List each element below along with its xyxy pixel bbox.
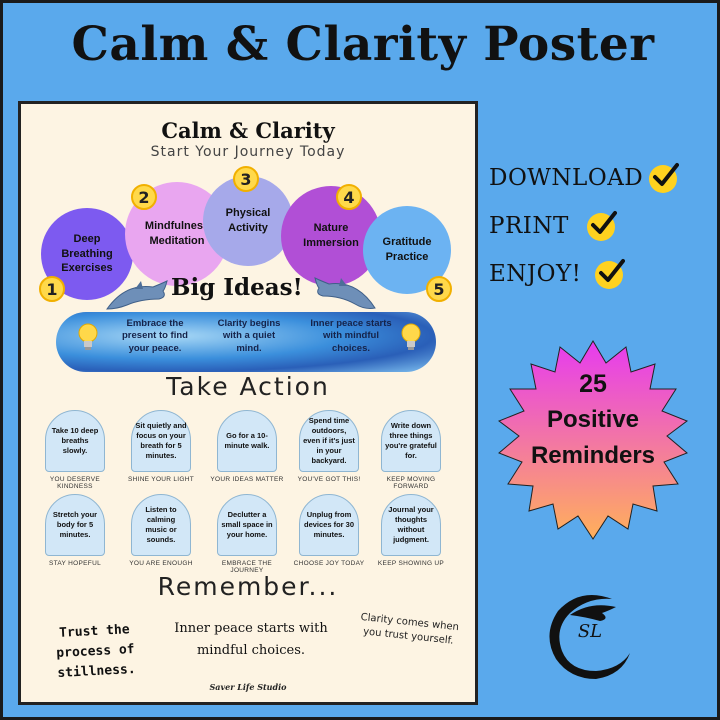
check-icon xyxy=(595,259,626,289)
badge-line-2: Positive xyxy=(546,406,640,433)
step-number-2: 2 xyxy=(131,184,157,210)
quote-3: Clarity comes when you trust yourself. xyxy=(360,611,460,647)
action-caption: KEEP MOVING FORWARD xyxy=(386,476,436,490)
quote-1: Trust the process of stillness. xyxy=(55,622,137,682)
lightbulb-icon xyxy=(78,323,98,350)
big-ideas-heading: Big Ideas! xyxy=(171,274,303,301)
action-card: Stretch your body for 5 minutes. xyxy=(45,494,105,556)
action-card: Unplug from devices for 30 minutes. xyxy=(299,494,359,556)
action-text: Unplug from devices for 30 minutes. xyxy=(303,509,355,540)
print-label: PRINT xyxy=(489,213,569,239)
action-card: Write down three things you're grateful … xyxy=(381,410,441,472)
poster-subtitle: Start Your Journey Today xyxy=(150,144,346,160)
step-number-5: 5 xyxy=(426,276,452,302)
print-item: PRINT xyxy=(489,211,617,241)
action-text: Go for a 10-minute walk. xyxy=(224,430,270,450)
dolphin-left-icon xyxy=(106,280,168,310)
starburst-badge xyxy=(497,340,689,540)
step-number-3: 3 xyxy=(233,166,259,192)
action-text: Sit quietly and focus on your breath for… xyxy=(135,420,187,461)
action-caption: CHOOSE JOY TODAY xyxy=(293,560,365,567)
check-icon xyxy=(586,211,617,241)
action-caption: SHINE YOUR LIGHT xyxy=(127,476,195,483)
action-card: Take 10 deep breaths slowly. xyxy=(45,410,105,472)
action-caption: YOU DESERVE KINDNESS xyxy=(49,476,101,490)
idea-text-1: Embrace the present to find your peace. xyxy=(122,318,188,354)
action-text: Journal your thoughts without judgment. xyxy=(388,504,434,545)
action-caption: YOU'VE GOT THIS! xyxy=(297,476,361,483)
enjoy-label: ENJOY! xyxy=(489,261,582,287)
action-caption: KEEP SHOWING UP xyxy=(377,560,445,567)
badge-text: 25 Positive Reminders xyxy=(488,366,698,474)
idea-text-2: Clarity begins with a quiet mind. xyxy=(217,318,281,354)
action-card: Go for a 10-minute walk. xyxy=(217,410,277,472)
remember-heading: Remember... xyxy=(157,572,339,601)
main-title: Calm & Clarity Poster xyxy=(71,17,655,72)
step-number-4: 4 xyxy=(336,184,362,210)
action-card: Spend time outdoors, even if it's just i… xyxy=(299,410,359,472)
action-text: Listen to calming music or sounds. xyxy=(145,504,177,545)
dolphin-right-icon xyxy=(314,277,376,309)
lightbulb-icon xyxy=(401,323,421,350)
step-number-1: 1 xyxy=(39,276,65,302)
action-text: Write down three things you're grateful … xyxy=(385,420,437,461)
logo-text: SL xyxy=(577,621,603,642)
take-action-heading: Take Action xyxy=(166,372,330,401)
download-label: DOWNLOAD xyxy=(489,165,644,191)
action-caption: STAY HOPEFUL xyxy=(48,560,101,567)
studio-credit: Saver Life Studio xyxy=(209,682,287,692)
watercolor-banner xyxy=(56,312,436,372)
action-caption: YOU ARE ENOUGH xyxy=(129,560,193,567)
action-card: Journal your thoughts without judgment. xyxy=(381,494,441,556)
poster-title: Calm & Clarity xyxy=(161,118,335,143)
step-label: Gratitude Practice xyxy=(382,236,432,263)
action-caption: YOUR IDEAS MATTER xyxy=(210,476,284,483)
action-card: Sit quietly and focus on your breath for… xyxy=(131,410,191,472)
step-label: Deep Breathing Exercises xyxy=(61,232,113,275)
quote-2: Inner peace starts with mindful choices. xyxy=(174,621,328,659)
idea-text-3: Inner peace starts with mindful choices. xyxy=(310,318,392,354)
action-text: Spend time outdoors, even if it's just i… xyxy=(303,415,355,466)
poster: Calm & Clarity Start Your Journey Today … xyxy=(18,101,478,705)
action-card: Listen to calming music or sounds. xyxy=(131,494,191,556)
step-label: Physical Activity xyxy=(225,207,271,234)
badge-line-3: Reminders xyxy=(530,442,656,469)
action-text: Declutter a small space in your home. xyxy=(221,509,273,540)
download-item: DOWNLOAD xyxy=(489,163,680,193)
step-label: Nature Immersion xyxy=(303,222,359,249)
enjoy-item: ENJOY! xyxy=(489,259,626,289)
dolphin-logo-icon xyxy=(549,595,630,679)
step-label: Mindfulness Meditation xyxy=(144,220,210,247)
badge-number: 25 xyxy=(579,370,607,398)
action-text: Stretch your body for 5 minutes. xyxy=(52,509,98,540)
action-card: Declutter a small space in your home. xyxy=(217,494,277,556)
step-circle-5: Gratitude Practice xyxy=(363,206,451,294)
action-text: Take 10 deep breaths slowly. xyxy=(51,425,99,456)
check-icon xyxy=(649,163,680,193)
action-caption: EMBRACE THE JOURNEY xyxy=(221,560,273,574)
